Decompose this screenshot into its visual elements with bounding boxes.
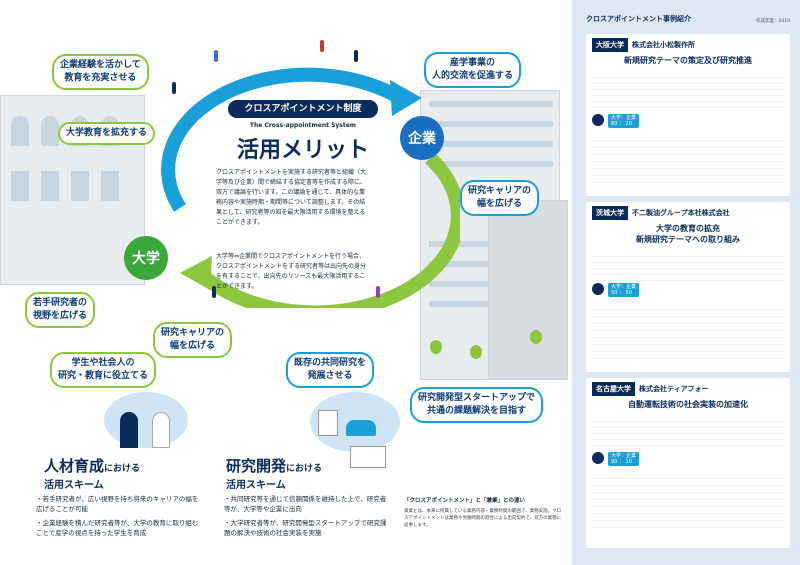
company-name: 株式会社ティアフォー (639, 385, 709, 393)
university-label: 茨城大学 (592, 206, 628, 220)
bubble-startup: 研究開発型スタートアップで 共通の課題解決を目指す (410, 387, 544, 423)
rd-item-1: ・共同研究等を通じて信頼関係を維持した上で、研究者等が、大学等や企業に出向 (224, 495, 387, 513)
tree-icon (470, 345, 482, 359)
researcher-icon (152, 412, 170, 448)
year-label: 作成年度：2019 (756, 19, 790, 24)
people-illustration (104, 392, 188, 448)
case-title: 大学の教育の拡充 新規研究テーマへの取り組み (636, 224, 740, 244)
bubble-students: 学生や社会人の 研究・教育に役立てる (50, 352, 157, 388)
bubble-exchange: 産学事業の 人的交流を促進する (424, 52, 522, 88)
tree-icon (530, 330, 542, 344)
university-circle: 大学 (124, 236, 168, 280)
tree-icon (430, 340, 442, 354)
system-pill: クロスアポイントメント制度 (228, 100, 378, 118)
bubble-career-univ: 研究キャリアの 幅を広げる (153, 322, 233, 358)
cycle-arrows (161, 67, 460, 308)
note-body: 兼業とは、本来に所属している業務内容・業務時間の範囲で、業務実施。クロスアポイン… (404, 509, 562, 528)
chart-screen-icon (350, 446, 386, 468)
researcher-avatar (592, 283, 604, 295)
page-title: 活用メリット (236, 138, 369, 163)
hr-subtitle: 活用スキーム (44, 480, 104, 491)
car-icon (346, 420, 376, 436)
rd-subtitle: 活用スキーム (226, 480, 286, 491)
hr-item-2: ・企業経験を積んだ研究者等が、大学の教育に取り組むことで産学の視点を持った学生を… (36, 519, 199, 537)
person-figure (212, 286, 216, 298)
case-card: 茨城大学不二製油グループ本社株式会社 大学の教育の拡充 新規研究テーマへの取り組… (586, 202, 790, 372)
bubble-expand-education: 大学教育を拡充する (58, 122, 156, 145)
university-label: 名古屋大学 (592, 382, 635, 396)
company-name: 株式会社小松製作所 (632, 41, 695, 49)
businessman-icon (120, 412, 138, 448)
rd-item-2: ・大学研究者等が、研究開発型スタートアップで研究課題の解決や技術の社会実装を実施 (224, 519, 387, 537)
bubble-career-corp: 研究キャリアの 幅を広げる (460, 180, 540, 216)
note-title: 「クロスアポイントメント」と「兼業」との違い (404, 498, 525, 504)
researcher-avatar (592, 114, 604, 126)
case-studies-panel: クロスアポイントメント事例紹介 作成年度：2019 大阪大学株式会社小松製作所 … (572, 0, 800, 565)
hr-item-1: ・若手研究者が、広い視野を持ち将来のキャリアの幅を広げることが可能 (36, 495, 199, 513)
bubble-joint-research: 既存の共同研究を 発展させる (286, 352, 375, 388)
person-figure (376, 286, 380, 298)
case-title: 新規研究テーマの策定及び研究推進 (624, 56, 752, 65)
bubble-young-researchers: 若手研究者の 視野を広げる (25, 292, 96, 328)
center-paragraph-1: クロスアポイントメントを実施する研究者等と組織（大学等及び企業）間で締結する協定… (216, 169, 367, 226)
left-panel: 大学 企業 クロスアポイントメント制度 The Cross-appointmen… (0, 40, 568, 537)
corporate-building-back (488, 200, 568, 380)
person-figure (320, 40, 324, 52)
robot-arm-icon (318, 410, 338, 436)
hr-title: 人材育成における (44, 457, 141, 475)
university-label: 大阪大学 (592, 38, 628, 52)
person-figure (354, 50, 358, 62)
person-figure (214, 50, 218, 62)
company-name: 不二製油グループ本社株式会社 (632, 209, 730, 217)
center-paragraph-2: 大学等⇔企業間でクロスアポイントメントを行う場合、クロスアポイントメントをする研… (216, 253, 367, 290)
person-figure (172, 82, 176, 94)
system-subtitle: The Cross-appointment System (249, 122, 357, 129)
corporate-circle: 企業 (400, 116, 444, 160)
researcher-avatar (592, 452, 604, 464)
bubble-education-enrich: 企業経験を活かして 教育を充実させる (52, 54, 149, 90)
rd-title: 研究開発における (226, 457, 323, 475)
case-title: 自動運転技術の社会実装の加速化 (628, 400, 748, 409)
case-studies-header: クロスアポイントメント事例紹介 (586, 15, 691, 23)
